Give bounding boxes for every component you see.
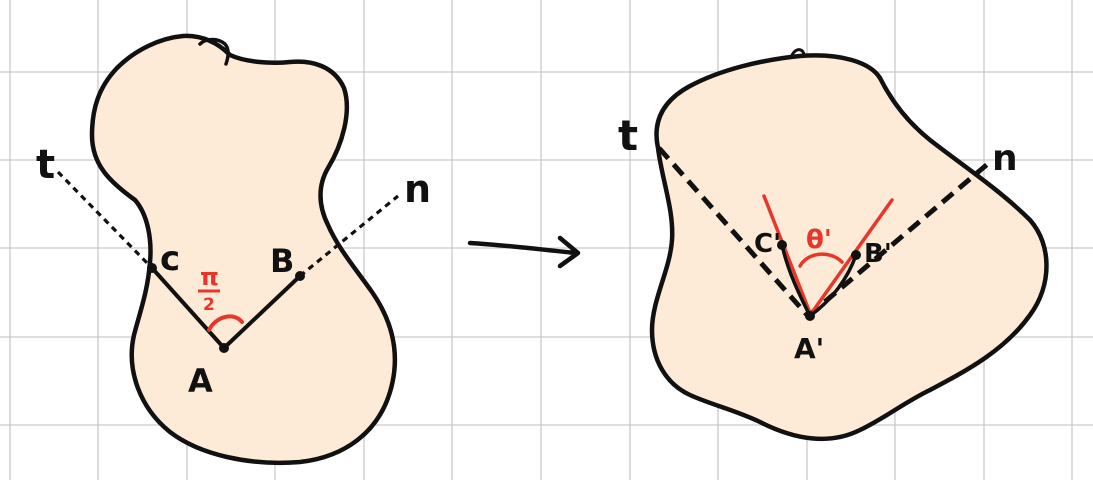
left-t-dashed-line [56, 170, 154, 270]
left-angle-num: π [200, 263, 219, 291]
right-point-a [805, 311, 815, 321]
right-angle-arc [798, 252, 844, 268]
arrow-head [557, 235, 581, 269]
right-t-dashed-line [657, 146, 810, 318]
right-label-c: C' [754, 229, 781, 259]
left-point-a [219, 343, 229, 353]
left-segment-ab [222, 274, 302, 350]
left-label-b: B [270, 242, 294, 280]
right-figure: t n C' B' A' θ' [618, 48, 1049, 442]
left-label-c: c [160, 239, 180, 279]
left-point-c [147, 263, 157, 273]
right-red-line-c [762, 194, 814, 320]
left-blob-lump [198, 37, 230, 66]
right-curve-ab [808, 253, 858, 318]
left-label-t: t [36, 142, 55, 188]
left-angle-label: π 2 [198, 263, 220, 315]
right-point-b [851, 250, 861, 260]
transform-arrow [467, 235, 581, 269]
right-point-c [777, 240, 787, 250]
right-red-line-b [806, 198, 894, 320]
left-angle-arc [207, 314, 244, 332]
right-label-angle: θ' [806, 225, 832, 255]
right-label-t: t [618, 111, 638, 160]
left-point-b [295, 271, 305, 281]
right-blob [649, 53, 1049, 442]
right-label-b: B' [864, 239, 892, 269]
left-blob [89, 33, 398, 466]
left-label-n: n [404, 167, 431, 211]
right-label-n: n [992, 138, 1018, 179]
left-label-a: A [188, 362, 213, 400]
left-angle-den: 2 [203, 295, 215, 315]
right-label-a: A' [794, 332, 824, 365]
right-curve-ac [780, 243, 812, 318]
right-blob-notch [790, 48, 806, 57]
left-segment-ac [150, 266, 226, 350]
left-figure: t n c B A π 2 [36, 33, 431, 466]
arrow-shaft [467, 240, 579, 256]
right-n-dashed-line [806, 160, 992, 318]
